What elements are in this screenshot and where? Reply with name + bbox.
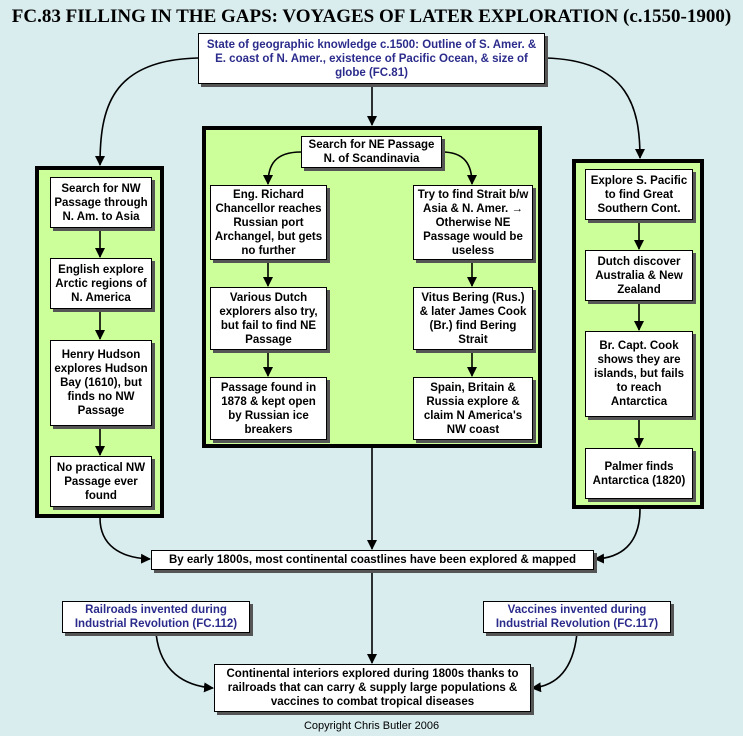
box-south-pacific: Explore S. Pacific to find Great Souther… — [585, 169, 693, 220]
box-nw-passage-search: Search for NW Passage through N. Am. to … — [50, 177, 152, 228]
copyright: Copyright Chris Butler 2006 — [303, 720, 440, 732]
box-english-arctic: English explore Arctic regions of N. Ame… — [50, 258, 152, 309]
box-top-knowledge: State of geographic knowledge c.1500: Ou… — [198, 33, 545, 84]
box-bering-strait: Vitus Bering (Rus.) & later James Cook (… — [413, 287, 533, 350]
arrow-top-to-left — [95, 57, 199, 166]
box-passage-found: Passage found in 1878 & kept open by Rus… — [210, 377, 327, 440]
arrow-vaccines-to-interiors — [531, 632, 578, 693]
box-ne-passage-search: Search for NE Passage N. of Scandinavia — [301, 136, 442, 168]
box-coastlines-mapped: By early 1800s, most continental coastli… — [151, 550, 594, 570]
arrow-right-to-coastlines — [594, 508, 641, 564]
box-no-nw-passage: No practical NW Passage ever found — [50, 456, 152, 507]
arrow-top-to-right — [544, 57, 645, 159]
arrow-ne-to-chancellor — [263, 151, 302, 185]
box-railroads: Railroads invented during Industrial Rev… — [62, 601, 250, 633]
box-nw-coast-claim: Spain, Britain & Russia explore & claim … — [413, 377, 533, 440]
box-strait-search: Try to find Strait b/w Asia & N. Amer. →… — [413, 185, 533, 260]
arrow-ne-to-strait — [441, 151, 477, 185]
arrow-left-to-coastlines — [99, 517, 151, 564]
box-richard-chancellor: Eng. Richard Chancellor reaches Russian … — [210, 185, 327, 260]
box-captain-cook: Br. Capt. Cook shows they are islands, b… — [585, 331, 693, 417]
box-dutch-explorers: Various Dutch explorers also try, but fa… — [210, 287, 327, 350]
arrow-railroads-to-interiors — [155, 632, 214, 693]
page-title: FC.83 FILLING IN THE GAPS: VOYAGES OF LA… — [11, 6, 732, 27]
box-continental-interiors: Continental interiors explored during 18… — [214, 664, 531, 712]
box-dutch-australia: Dutch discover Australia & New Zealand — [585, 250, 693, 301]
box-vaccines: Vaccines invented during Industrial Revo… — [483, 601, 671, 633]
box-palmer-antarctica: Palmer finds Antarctica (1820) — [585, 448, 693, 499]
box-henry-hudson: Henry Hudson explores Hudson Bay (1610),… — [50, 340, 152, 426]
